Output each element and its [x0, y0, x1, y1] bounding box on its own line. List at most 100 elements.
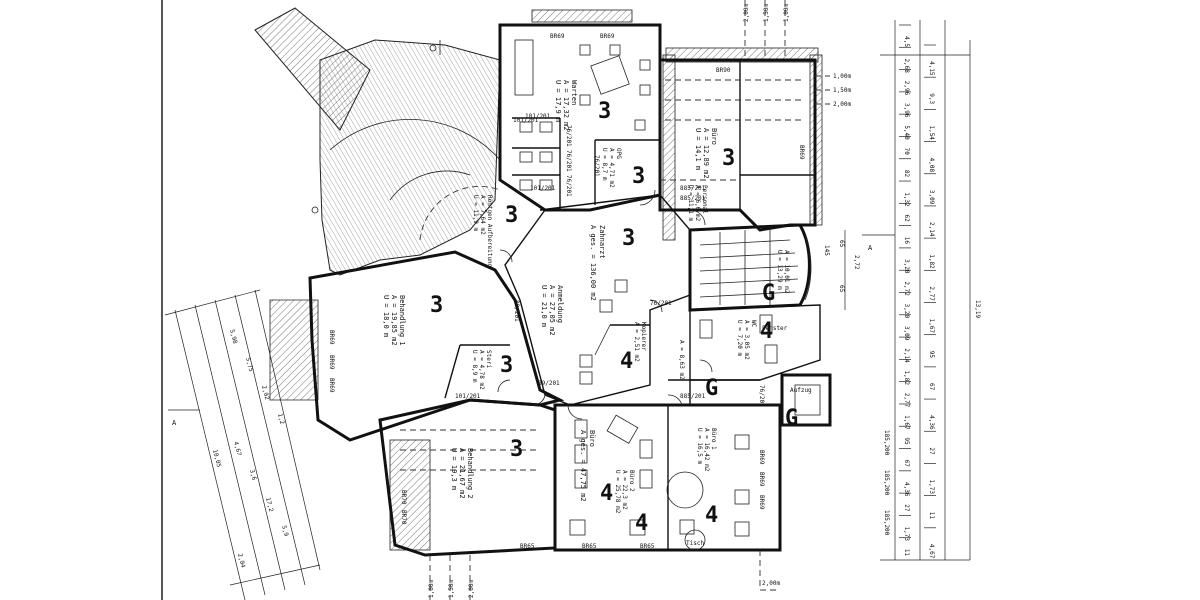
svg-text:U = 8,7 m: U = 8,7 m — [601, 148, 608, 181]
door-label: 76/201 — [565, 175, 572, 197]
dimension-value: 2,96 — [903, 81, 910, 96]
svg-text:1,00m: 1,00m — [783, 4, 790, 22]
room-kopierer: Kopierer A = 2,51 m2 — [633, 322, 647, 362]
dims-left-total: 10,05 — [211, 449, 222, 469]
dimension-value: 11 — [903, 549, 910, 557]
svg-text:Büro 1: Büro 1 — [710, 428, 717, 450]
dimension-value: 5,75 — [244, 357, 254, 373]
door-label: 76/201 — [565, 150, 572, 172]
dimension-value: 67 — [903, 460, 910, 468]
dims-right-c: 185,200 — [883, 430, 890, 456]
zone-kopierer: 4 — [620, 349, 633, 374]
window-label: BR69 — [328, 378, 335, 393]
svg-text:A = 22,3 m2: A = 22,3 m2 — [621, 470, 628, 510]
svg-text:U = 11,9 m: U = 11,9 m — [472, 195, 479, 232]
dimension-value: 67 — [928, 383, 935, 391]
door-label: 89/201 — [513, 300, 520, 322]
svg-text:65: 65 — [838, 240, 845, 248]
zone-steri: 3 — [500, 353, 513, 378]
svg-text:A = 10,01 m2: A = 10,01 m2 — [783, 250, 790, 294]
svg-text:A = 7,64 m2: A = 7,64 m2 — [479, 195, 486, 235]
zone-treppe: G — [762, 281, 775, 306]
room-flur: A = 8,63 m2 — [678, 340, 685, 380]
room-wc: WC A = 3,05 m2 U = 7,20 m — [736, 320, 757, 360]
dimension-value: 16 — [903, 237, 910, 245]
door-label: 885/201 — [680, 393, 706, 400]
window-label: BR69 — [550, 33, 565, 40]
dimension-value: 2,02 — [260, 385, 270, 401]
svg-text:Anmeldung: Anmeldung — [556, 285, 564, 323]
terrace-stairs — [254, 7, 371, 131]
window-label: BR70 — [400, 490, 407, 505]
svg-text:A = 2,51 m2: A = 2,51 m2 — [633, 322, 640, 362]
dims-right-c: 185,200 — [883, 470, 890, 496]
zone-buero1: 4 — [705, 503, 718, 528]
zone-wc: 4 — [760, 319, 773, 344]
dimension-value: 4,36 — [903, 482, 910, 497]
dimension-value: 1,2 — [276, 413, 286, 426]
table-label: Tisch — [686, 540, 704, 547]
zone-opg: 3 — [632, 164, 645, 189]
dimension-value: 17,2 — [264, 497, 274, 513]
door-label: 76/201 — [593, 155, 600, 177]
zone-buero-ges: 4 — [600, 481, 613, 506]
window-label: BR65 — [520, 543, 535, 550]
level-labels: 2,00m 1,50m 1,00m 1,00m 1,50m 2,00m 1,00… — [428, 4, 851, 598]
dimension-value: 3,96 — [903, 103, 910, 118]
dimension-value: 3,09 — [903, 326, 910, 341]
svg-text:Büro: Büro — [710, 128, 718, 145]
dimension-value: 2,14 — [903, 348, 910, 363]
dimension-value: 5,40 — [903, 125, 910, 140]
dimension-value: 3,6 — [248, 469, 258, 482]
svg-text:A = 4,71 m2: A = 4,71 m2 — [608, 148, 615, 188]
stair-window-label: Fenster — [762, 325, 788, 332]
dimension-value: 2,68 — [903, 58, 910, 73]
dimension-value: 1,67 — [903, 415, 910, 430]
dimension-value: 95 — [928, 351, 935, 359]
door-label: 101/201 — [525, 113, 551, 120]
dimension-value: 4,36 — [928, 415, 935, 430]
window-label: BR90 — [716, 67, 731, 74]
zone-markers: 3 3 3 3 3 3 3 3 4 G 4 G 4 4 4 G — [430, 99, 798, 536]
dimension-value: 3,20 — [903, 304, 910, 319]
window-label: BR69 — [758, 472, 765, 487]
svg-text:A = 21,67 m2: A = 21,67 m2 — [458, 448, 466, 499]
svg-text:U = 16,5 m: U = 16,5 m — [696, 428, 703, 465]
svg-text:65: 65 — [838, 285, 845, 293]
door-label: 76/201 — [650, 300, 672, 307]
building-walls — [308, 23, 832, 557]
dimension-value: 4,08 — [928, 158, 935, 173]
room-buero1: Büro 1 A = 16,42 m2 U = 16,5 m — [696, 428, 717, 472]
room-roentgen: Röntgen Aufbereitung A = 7,64 m2 U = 11,… — [472, 195, 493, 268]
svg-text:A = 4,78 m2: A = 4,78 m2 — [478, 350, 485, 390]
svg-text:Büro 2: Büro 2 — [628, 470, 635, 492]
zone-buero-top: 3 — [722, 146, 735, 171]
section-marker-a-left: A — [172, 419, 177, 427]
svg-text:U = 11,1 m: U = 11,1 m — [687, 185, 694, 222]
room-zahnarzt: Zahnarzt A ges. = 136,00 m2 — [589, 225, 606, 301]
dimension-value: 2,14 — [928, 222, 935, 237]
dimension-value: 9,3 — [928, 93, 935, 104]
svg-text:145: 145 — [823, 245, 830, 256]
svg-text:U = 13,29 m: U = 13,29 m — [776, 250, 783, 290]
svg-text:A = 8,63 m2: A = 8,63 m2 — [678, 340, 685, 380]
zone-warten: 3 — [598, 99, 611, 124]
svg-text:Behandlung 2: Behandlung 2 — [466, 448, 474, 499]
dimension-value: 70 — [903, 148, 910, 156]
dimension-value: 4,5 — [903, 36, 910, 47]
window-label: BR69 — [758, 495, 765, 510]
room-anmeldung: Anmeldung A = 27,05 m2 U = 21,0 m — [540, 285, 564, 336]
dimension-value: 3,20 — [903, 259, 910, 274]
dimension-value: 1,67 — [928, 319, 935, 334]
room-labels: Warten A = 17,32 m2 U = 17,9 m Büro A = … — [382, 80, 812, 547]
svg-text:U = 7,20 m: U = 7,20 m — [736, 320, 743, 357]
dimension-value: 1,82 — [903, 371, 910, 386]
zone-zahnarzt: 3 — [622, 226, 635, 251]
dimension-value: 82 — [903, 170, 910, 178]
svg-text:A = 3,05 m2: A = 3,05 m2 — [743, 320, 750, 360]
section-markers: A A — [168, 234, 895, 427]
window-label: BR69 — [600, 33, 615, 40]
door-label: 885/201 — [680, 185, 706, 192]
staircase — [699, 228, 812, 305]
door-label: 101/201 — [530, 185, 556, 192]
